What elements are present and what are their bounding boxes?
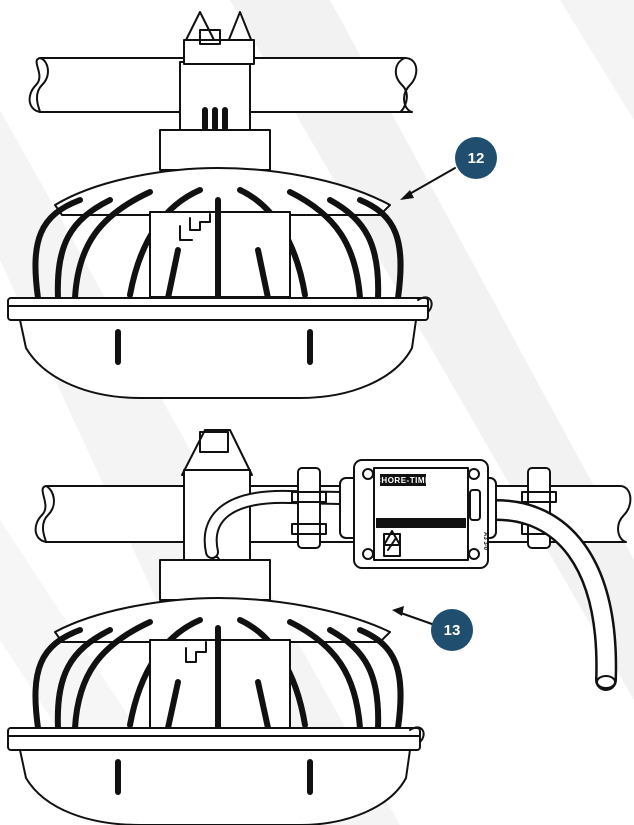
arrow-icon bbox=[397, 611, 433, 625]
arrow-icon bbox=[405, 167, 456, 197]
callout-label-12: 12 bbox=[468, 150, 485, 167]
box-side-mark: A3 3-0 bbox=[482, 532, 488, 551]
callout-badge-13 bbox=[431, 609, 473, 651]
junction-box: CHORE-TIME A3 3-0 bbox=[339, 459, 497, 569]
feeder-bottom: CHORE-TIME A3 3-0 bbox=[7, 429, 632, 825]
hand-icon bbox=[383, 533, 401, 557]
brand-plate bbox=[380, 474, 426, 486]
callout-badge-12 bbox=[455, 137, 497, 179]
callout-label-13: 13 bbox=[444, 622, 461, 639]
callout-13: 13 bbox=[392, 606, 473, 651]
feeder-top bbox=[7, 11, 433, 399]
brand-label: CHORE-TIME bbox=[375, 476, 431, 485]
callout-12: 12 bbox=[400, 137, 497, 200]
